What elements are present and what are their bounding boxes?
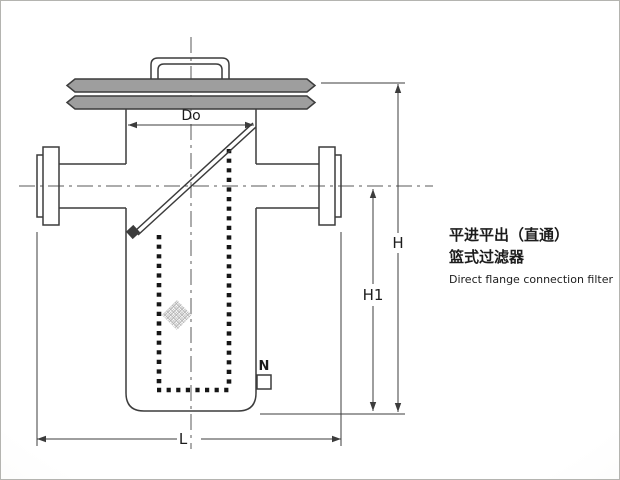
inlet-flange	[36, 146, 60, 226]
nozzle-label-n: N	[259, 359, 270, 374]
dimension-lines	[36, 82, 405, 446]
arrow-do-right	[245, 121, 254, 129]
caption-subtitle-en: Direct flange connection filter	[449, 273, 613, 286]
arrow-l-left	[37, 435, 46, 443]
dimension-labels: Do H H1 L N	[179, 108, 404, 448]
arrow-h-bottom	[394, 403, 402, 412]
arrow-h1-top	[369, 189, 377, 198]
cover-flange-lower-plate	[65, 95, 317, 110]
arrow-do-left	[128, 121, 137, 129]
arrow-h1-bottom	[369, 402, 377, 411]
dimension-arrows	[37, 84, 402, 443]
dim-label-do: Do	[181, 108, 200, 124]
outlet-flange	[318, 146, 342, 226]
dim-label-h: H	[392, 234, 403, 252]
cover-flange-upper-plate	[65, 78, 317, 93]
lifting-handle-inner	[157, 63, 223, 79]
arrow-h-top	[394, 84, 402, 93]
caption-block: 平进平出（直通） 篮式过滤器 Direct flange connection …	[448, 226, 613, 286]
basket-dashed-outline	[156, 149, 232, 393]
outlet-pipe	[256, 163, 319, 209]
lifting-handle-outer	[150, 57, 230, 79]
top-cover-flange	[65, 78, 317, 110]
mesh-screen-symbol	[162, 300, 192, 330]
nozzle-n-marker	[256, 374, 272, 390]
body-lower-shell	[125, 208, 257, 412]
caption-title-zh-line2: 篮式过滤器	[448, 248, 525, 266]
screen-clamp-block	[125, 224, 141, 240]
strainer-screen-diagonal	[134, 122, 257, 236]
vessel-artwork	[36, 57, 342, 412]
inlet-pipe	[59, 163, 126, 209]
caption-title-zh-line1: 平进平出（直通）	[449, 226, 569, 244]
arrow-l-right	[332, 435, 341, 443]
dim-label-l: L	[179, 430, 188, 448]
dim-label-h1: H1	[363, 286, 384, 304]
body-upper-walls	[125, 109, 257, 164]
